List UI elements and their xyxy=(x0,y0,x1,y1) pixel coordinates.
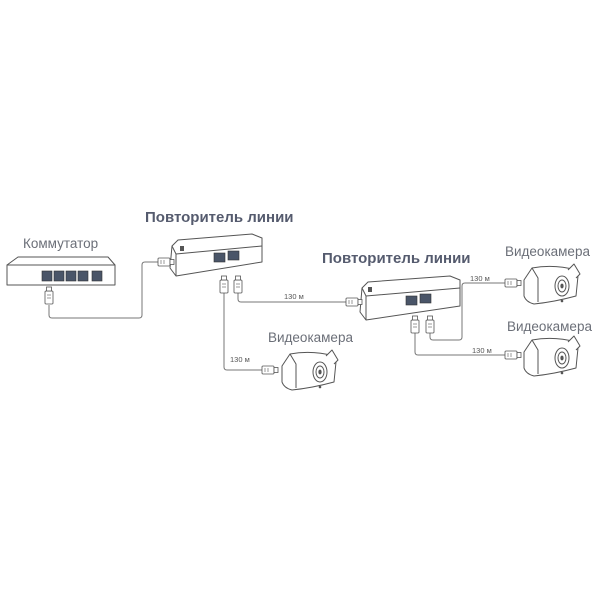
cable-switch-repeater1 xyxy=(48,261,158,319)
switch-ports xyxy=(41,270,103,282)
distance-label: 130 м xyxy=(472,346,492,355)
cable-repeater2-camera3 xyxy=(414,333,505,356)
distance-label: 130 м xyxy=(470,274,490,283)
cable-repeater1-camera1 xyxy=(223,293,262,371)
camera3-label: Видеокамера xyxy=(507,319,592,334)
camera1-label: Видеокамера xyxy=(268,330,353,345)
cable-repeater1-repeater2 xyxy=(237,293,350,303)
repeater2-title: Повторитель линии xyxy=(322,250,471,267)
cable-repeater2-camera2 xyxy=(429,282,505,341)
repeater2-device xyxy=(345,275,461,334)
repeater1-device xyxy=(157,233,263,294)
distance-label: 130 м xyxy=(230,355,250,364)
camera1-device xyxy=(261,349,339,391)
camera3-device xyxy=(504,335,581,377)
switch-label: Коммутатор xyxy=(23,236,98,251)
repeater1-title: Повторитель линии xyxy=(145,209,294,226)
distance-label: 130 м xyxy=(284,292,304,301)
camera2-label: Видеокамера xyxy=(505,244,590,259)
camera2-device xyxy=(504,263,581,305)
switch-device xyxy=(6,256,116,305)
